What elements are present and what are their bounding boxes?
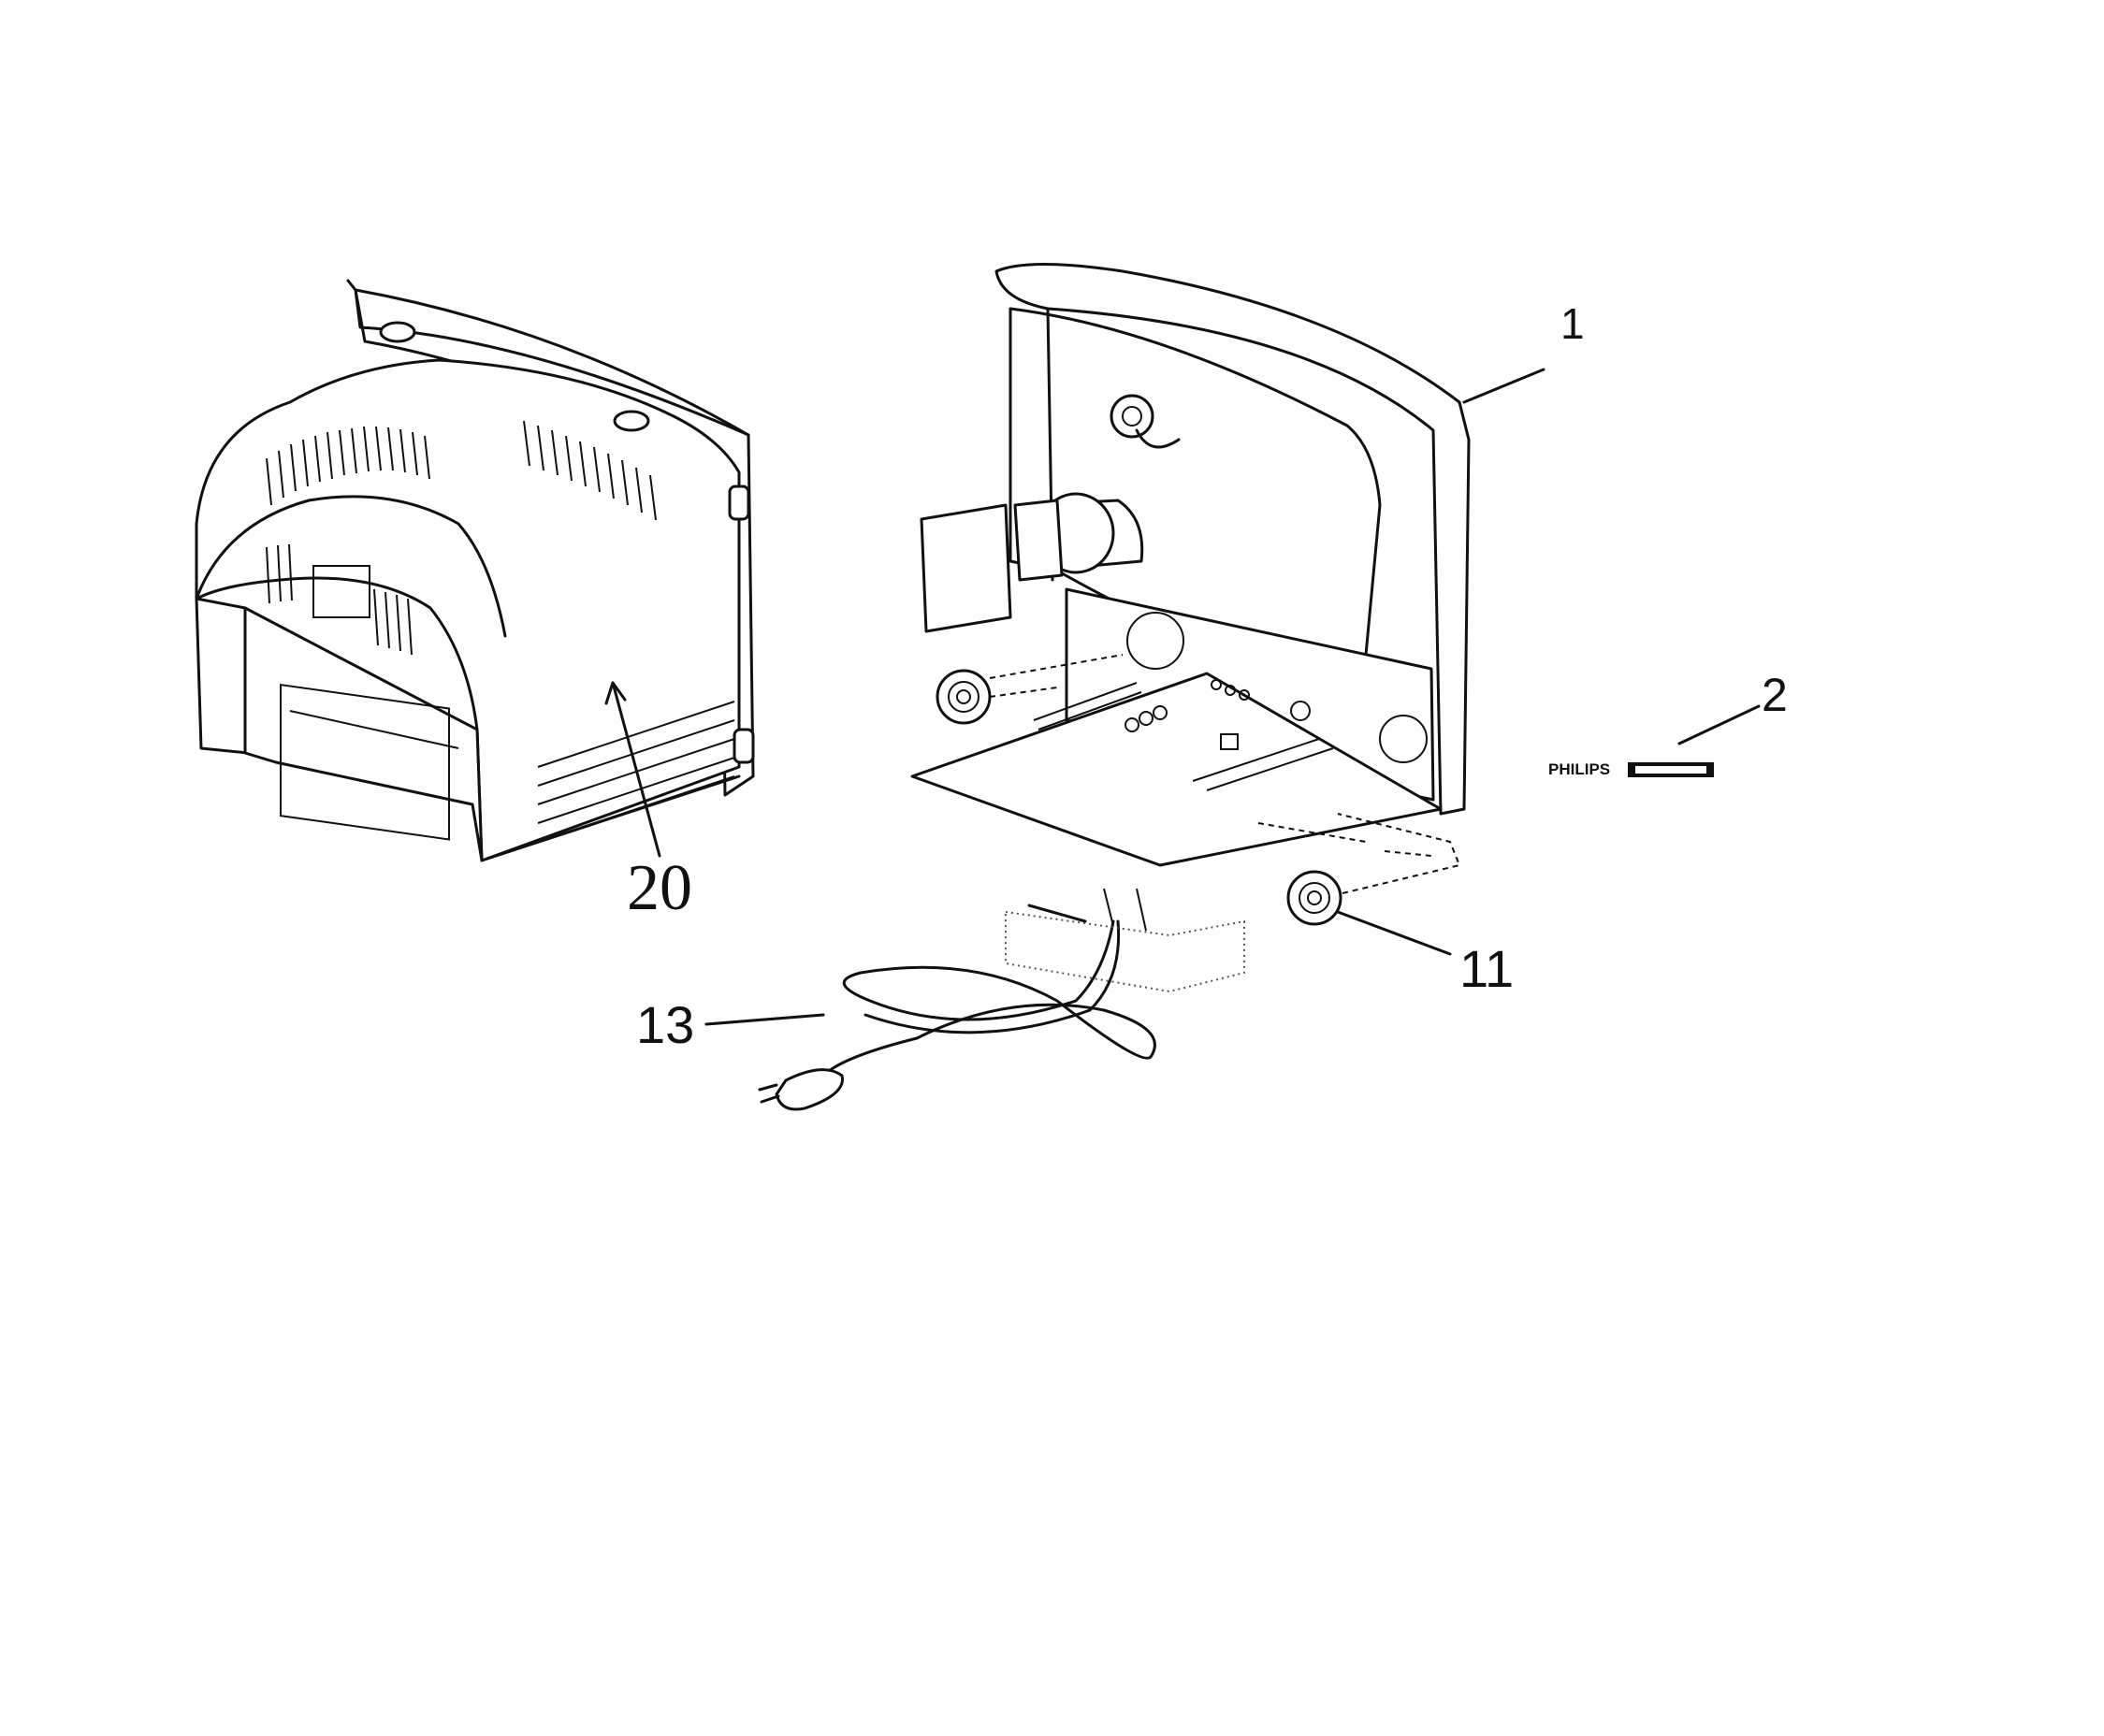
power-plug bbox=[775, 1068, 844, 1111]
callout-2-leader bbox=[1677, 704, 1761, 745]
callout-20-leader bbox=[611, 681, 661, 858]
callout-11: 11 bbox=[1459, 939, 1514, 998]
callout-2: 2 bbox=[1762, 669, 1788, 721]
badge-text: PHILIPS bbox=[1548, 760, 1610, 778]
mounting-bosses bbox=[379, 321, 755, 764]
callout-1-leader bbox=[1462, 368, 1545, 404]
callout-labels: 1 2 11 13 20 bbox=[627, 299, 1788, 1054]
top-vents bbox=[266, 420, 657, 521]
power-cord bbox=[704, 888, 1245, 1111]
back-cover bbox=[195, 279, 755, 862]
board-components bbox=[1125, 679, 1311, 750]
anode-cap bbox=[1110, 394, 1154, 439]
callout-1: 1 bbox=[1560, 299, 1585, 348]
knob-right bbox=[1257, 813, 1461, 956]
cabinet-front bbox=[910, 263, 1545, 867]
knob-left bbox=[936, 654, 1124, 725]
callout-13: 13 bbox=[636, 995, 694, 1054]
main-chassis-board bbox=[910, 672, 1443, 867]
callout-13-leader bbox=[704, 1013, 825, 1026]
side-vents bbox=[266, 543, 413, 656]
callout-20: 20 bbox=[627, 852, 692, 924]
callout-11-leader bbox=[1336, 910, 1452, 956]
philips-badge: PHILIPS bbox=[1548, 704, 1761, 778]
neck-board bbox=[920, 503, 1012, 633]
rating-label bbox=[312, 565, 370, 618]
